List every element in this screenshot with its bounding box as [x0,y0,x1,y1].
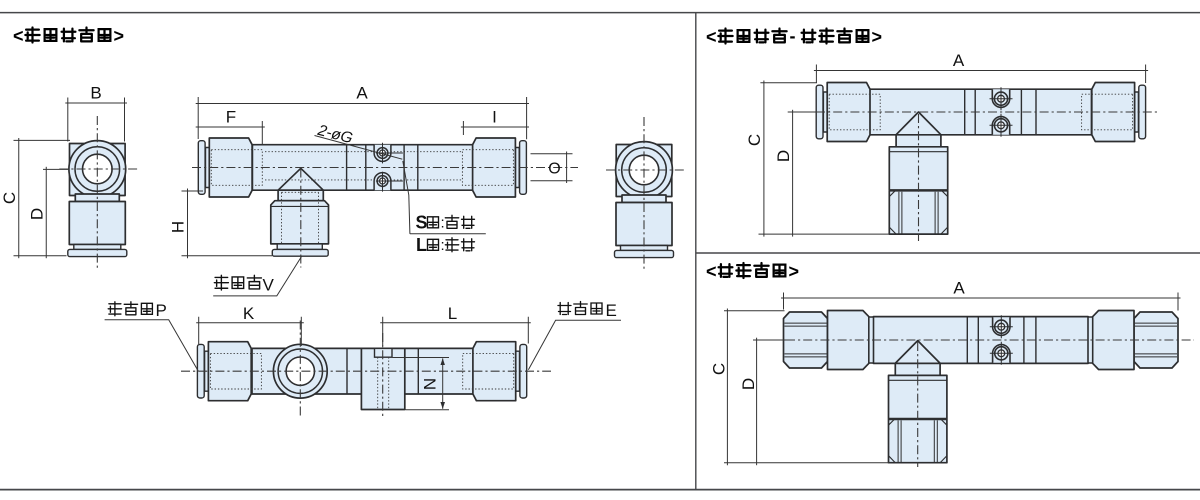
svg-text:S: S [416,213,428,233]
svg-text:>: > [114,26,125,46]
svg-text:L: L [448,304,457,323]
svg-text:P: P [156,301,167,320]
svg-text:H: H [169,221,188,233]
svg-text:E: E [606,301,617,320]
svg-text:C: C [745,134,764,146]
svg-text:D: D [774,150,793,162]
svg-text:V: V [263,276,275,295]
svg-text::: : [441,215,445,232]
svg-text:<: < [13,26,24,46]
svg-text:A: A [953,279,965,298]
svg-text:F: F [226,108,236,127]
svg-text:A: A [953,51,965,70]
svg-text:-: - [790,26,796,46]
svg-text:<: < [706,262,717,282]
svg-text:C: C [710,363,729,375]
svg-text:D: D [739,378,758,390]
svg-text:>: > [872,27,883,47]
svg-text::: : [441,237,445,254]
svg-text:O: O [548,161,560,178]
svg-text:L: L [416,235,427,255]
svg-text:K: K [243,304,255,323]
svg-text:C: C [0,192,19,204]
svg-text:>: > [789,262,800,282]
svg-text:A: A [356,84,368,103]
svg-text:D: D [28,208,47,220]
svg-text:I: I [492,108,497,127]
svg-text:N: N [421,378,440,390]
svg-text:B: B [90,84,101,103]
svg-text:<: < [706,27,717,47]
